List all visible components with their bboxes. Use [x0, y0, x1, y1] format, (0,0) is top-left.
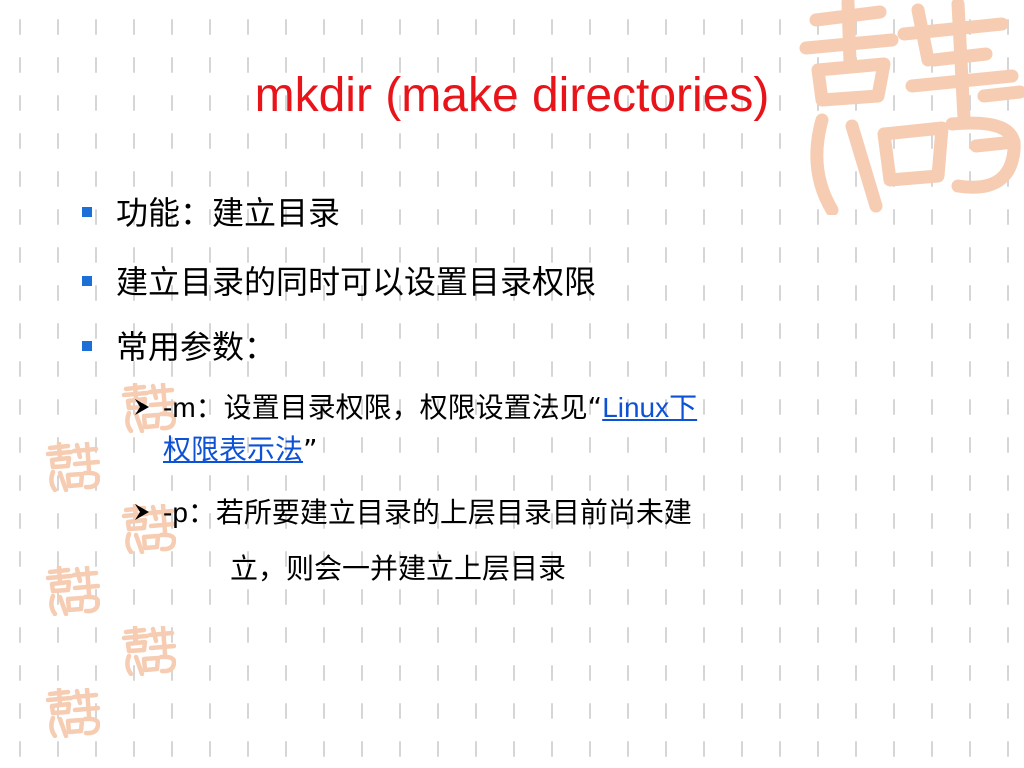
sub-item-line: 立，则会一并建立上层目录 [230, 549, 566, 589]
option-description: 若所要建立目录的上层目录目前尚未建 [215, 496, 692, 529]
sub-item-line: 权限表示法” [163, 430, 318, 470]
large-seal-icon [799, 0, 1024, 215]
sub-item-line: -p：若所要建立目录的上层目录目前尚未建 [163, 493, 692, 533]
linux-permissions-link[interactable]: Linux下 [602, 392, 698, 423]
sub-item-line: -m：设置目录权限，权限设置法见“Linux下 [163, 388, 697, 428]
small-seal-icon [121, 626, 176, 676]
sub-item-p: -p：若所要建立目录的上层目录目前尚未建 立，则会一并建立上层目录 [133, 493, 953, 593]
bullet-text: 常用参数： [116, 328, 277, 366]
square-bullet-icon [82, 276, 92, 286]
option-separator: ： [187, 496, 216, 529]
arrow-bullet-icon [135, 399, 149, 415]
small-seal-icon [45, 442, 100, 492]
square-bullet-icon [82, 341, 92, 351]
bullet-text: 功能：建立目录 [116, 194, 341, 232]
option-flag: -m [163, 392, 196, 423]
option-flag: -p [163, 497, 188, 528]
small-seal-icon [45, 566, 100, 616]
arrow-bullet-icon [135, 504, 149, 520]
option-description: 设置目录权限，权限设置法见“ [223, 391, 603, 424]
option-separator: ： [195, 391, 224, 424]
square-bullet-icon [82, 207, 92, 217]
bullet-text: 建立目录的同时可以设置目录权限 [116, 263, 597, 301]
slide-title: mkdir (make directories) [254, 69, 770, 122]
closing-quote: ” [303, 433, 318, 466]
sub-item-m: -m：设置目录权限，权限设置法见“Linux下 权限表示法” [133, 388, 953, 478]
option-description-continued: 立，则会一并建立上层目录 [230, 552, 567, 585]
small-seal-icon [45, 688, 100, 738]
linux-permissions-link-continued[interactable]: 权限表示法 [163, 433, 304, 466]
